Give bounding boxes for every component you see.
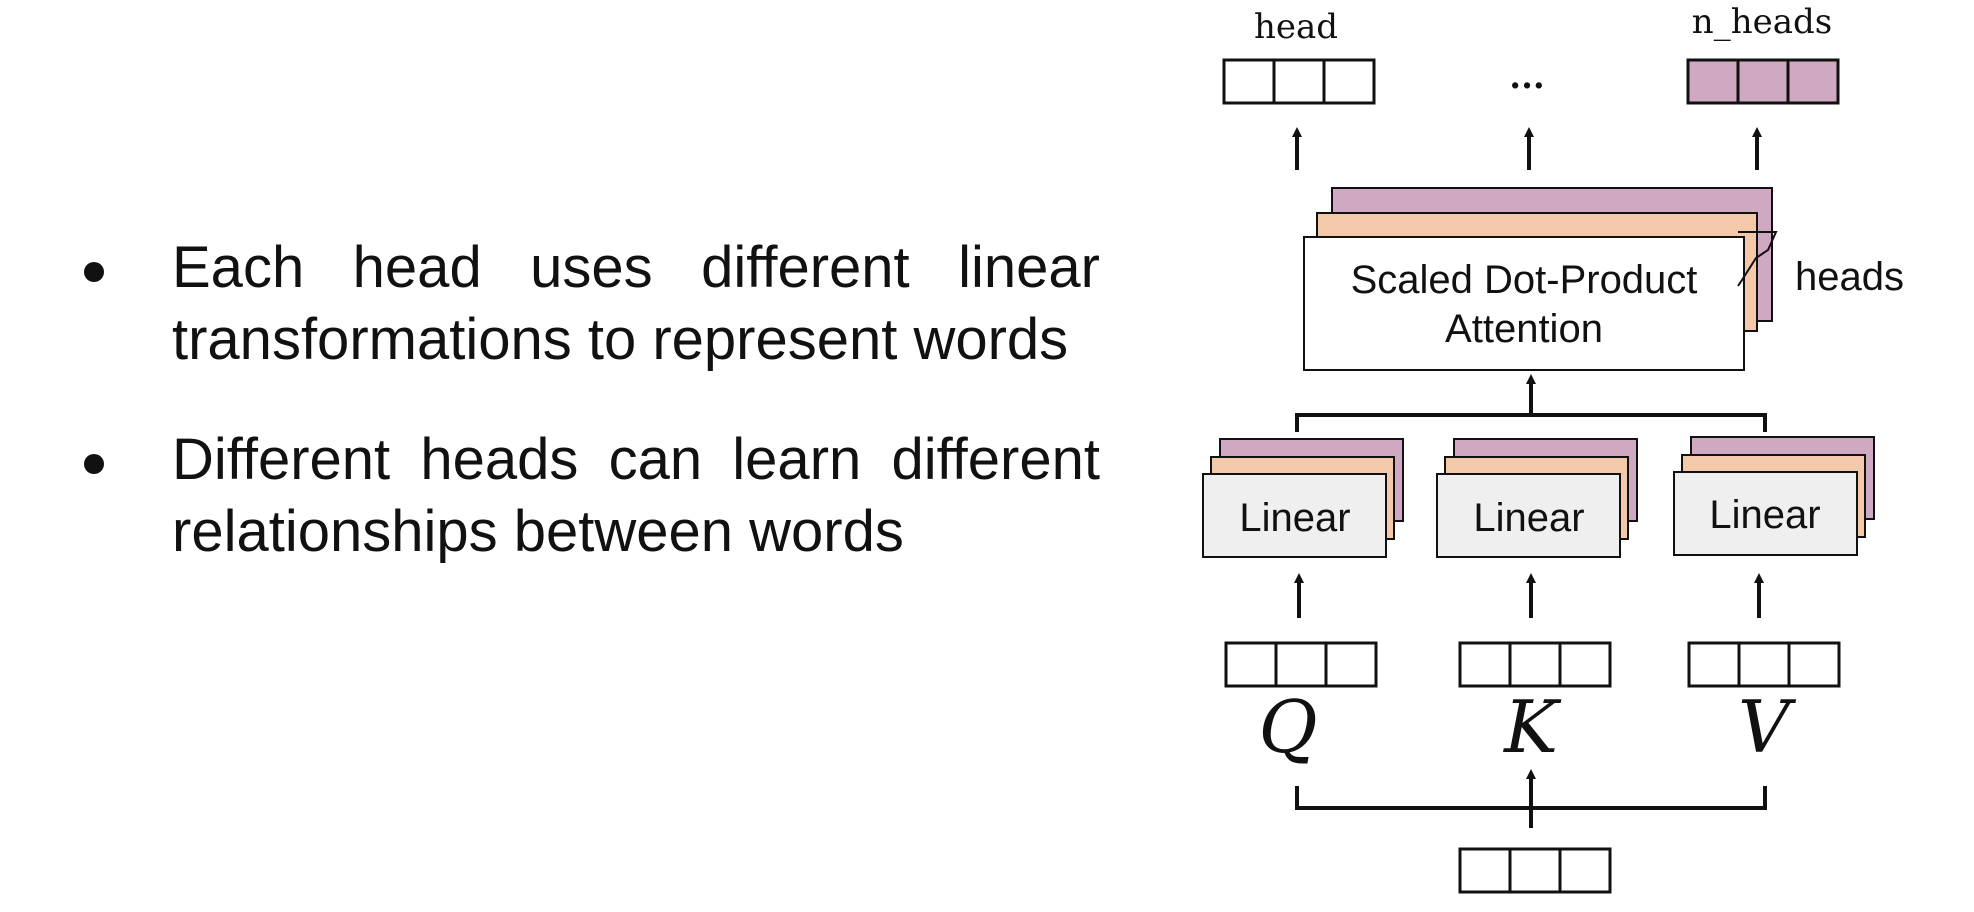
linear-k-label: Linear	[1473, 496, 1584, 540]
linear-q-stack	[1202, 438, 1404, 558]
head-output-vector	[1222, 58, 1376, 105]
linear-k-stack	[1436, 438, 1638, 558]
v-label: V	[1738, 685, 1797, 769]
n-heads-label: n_heads	[1692, 2, 1832, 42]
head-label: head	[1254, 7, 1338, 47]
bullet-text: Different heads can learn different rela…	[172, 427, 1100, 564]
linear-q-label: Linear	[1239, 496, 1350, 540]
attention-label-line2: Attention	[1445, 307, 1603, 351]
heads-label: heads	[1795, 255, 1904, 299]
linear-v-stack	[1673, 436, 1875, 556]
bullet-dot	[84, 262, 104, 282]
attention-box	[1303, 236, 1745, 371]
k-vector	[1458, 641, 1612, 688]
heads-brace-icon	[1737, 231, 1778, 287]
bullet-dot	[84, 454, 104, 474]
linear-connector	[1295, 413, 1767, 432]
n-heads-output-vector	[1686, 58, 1840, 105]
q-label: Q	[1258, 685, 1317, 769]
q-vector	[1224, 641, 1378, 688]
bullet-item: Each head uses different linear transfor…	[80, 232, 1100, 376]
attention-label-line1: Scaled Dot-Product	[1351, 258, 1698, 302]
v-vector	[1687, 641, 1841, 688]
ellipsis-label: ...	[1509, 57, 1545, 97]
bullet-list: Each head uses different linear transfor…	[80, 232, 1100, 616]
bullet-item: Different heads can learn different rela…	[80, 424, 1100, 568]
attention-stack	[1303, 187, 1773, 371]
k-label: K	[1502, 685, 1562, 769]
bullet-text: Each head uses different linear transfor…	[172, 235, 1100, 372]
linear-v-label: Linear	[1709, 493, 1820, 537]
input-vector	[1458, 847, 1612, 894]
